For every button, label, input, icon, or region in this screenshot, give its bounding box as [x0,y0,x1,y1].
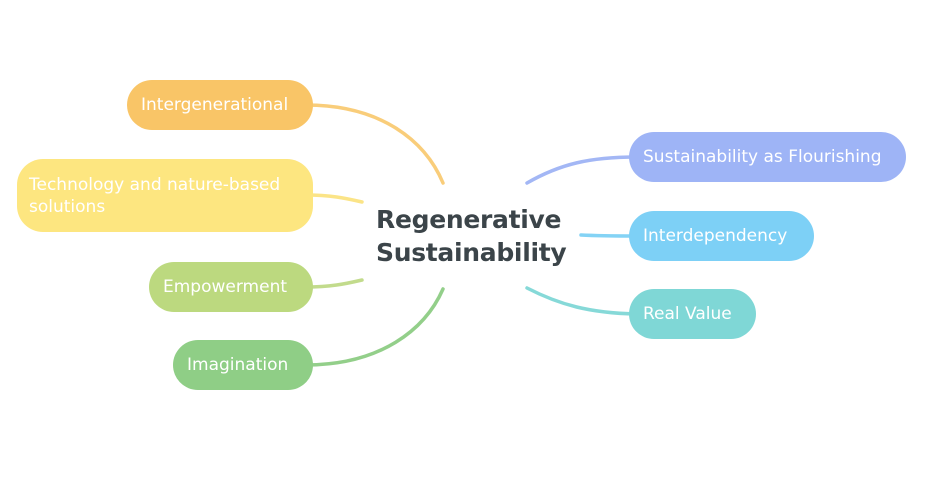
connector-imagination [304,287,445,367]
node-label: Intergenerational [141,95,289,115]
node-imagination[interactable]: Imagination [173,340,313,390]
node-label: Technology and nature-based solutions [29,174,281,217]
connector-interdependency [579,233,638,238]
node-label: Empowerment [163,277,288,297]
central-topic-line-1: Regenerative [376,205,562,234]
central-topic-line-2: Sustainability [376,238,567,267]
node-sustainability-as-flourishing[interactable]: Sustainability as Flourishing [629,132,906,182]
node-label: Sustainability as Flourishing [643,147,882,167]
node-empowerment[interactable]: Empowerment [149,262,313,312]
connector-technology [304,193,364,204]
connector-intergenerational [304,103,445,185]
node-label: Real Value [643,304,732,324]
node-intergenerational[interactable]: Intergenerational [127,80,313,130]
connector-real-value [525,286,638,316]
connector-empowerment [304,278,364,289]
node-real-value[interactable]: Real Value [629,289,756,339]
node-technology-and-nature-based-solutions[interactable]: Technology and nature-based solutions [17,159,313,232]
node-label: Interdependency [643,226,788,246]
node-interdependency[interactable]: Interdependency [629,211,814,261]
connector-flourishing [525,155,638,185]
central-topic[interactable]: Regenerative Sustainability [376,203,567,269]
node-label: Imagination [187,355,289,375]
